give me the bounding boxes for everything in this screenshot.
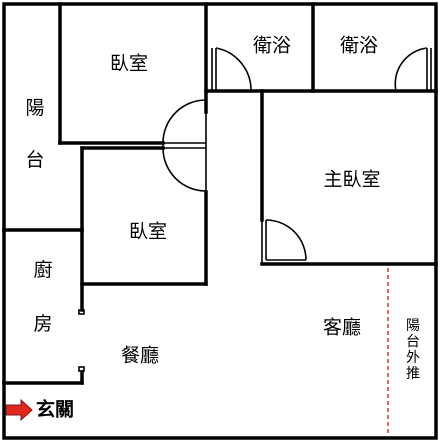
door-bath-right xyxy=(394,47,432,92)
interior-walls xyxy=(2,2,438,385)
label-balcony-ext-4: 推 xyxy=(406,366,420,382)
label-balcony-ext-1: 陽 xyxy=(406,318,420,334)
arrow-right-icon xyxy=(5,398,33,422)
label-balcony-ext-2: 台 xyxy=(406,334,420,350)
door-bath-left xyxy=(211,47,252,92)
label-balcony-ext-3: 外 xyxy=(406,350,420,366)
label-bath-right: 衛浴 xyxy=(340,35,378,57)
kitchen-opening xyxy=(78,309,85,372)
label-bath-left: 衛浴 xyxy=(253,35,291,57)
outer-walls xyxy=(2,2,438,440)
door-master-bedroom xyxy=(261,219,307,264)
label-master-bedroom: 主臥室 xyxy=(323,169,380,191)
label-dining: 餐廳 xyxy=(121,345,159,367)
label-balcony-left-2: 台 xyxy=(25,149,44,171)
label-bedroom-mid: 臥室 xyxy=(129,221,167,243)
label-kitchen-1: 廚 xyxy=(33,258,52,281)
label-living: 客廳 xyxy=(323,317,361,339)
entrance-marker: 玄關 xyxy=(5,398,74,422)
doors xyxy=(78,47,432,372)
label-kitchen-2: 房 xyxy=(33,313,52,335)
label-bedroom-top: 臥室 xyxy=(110,53,148,75)
door-bedroom-top xyxy=(162,99,207,192)
label-entrance: 玄關 xyxy=(36,398,74,421)
label-balcony-left-1: 陽 xyxy=(25,97,44,119)
